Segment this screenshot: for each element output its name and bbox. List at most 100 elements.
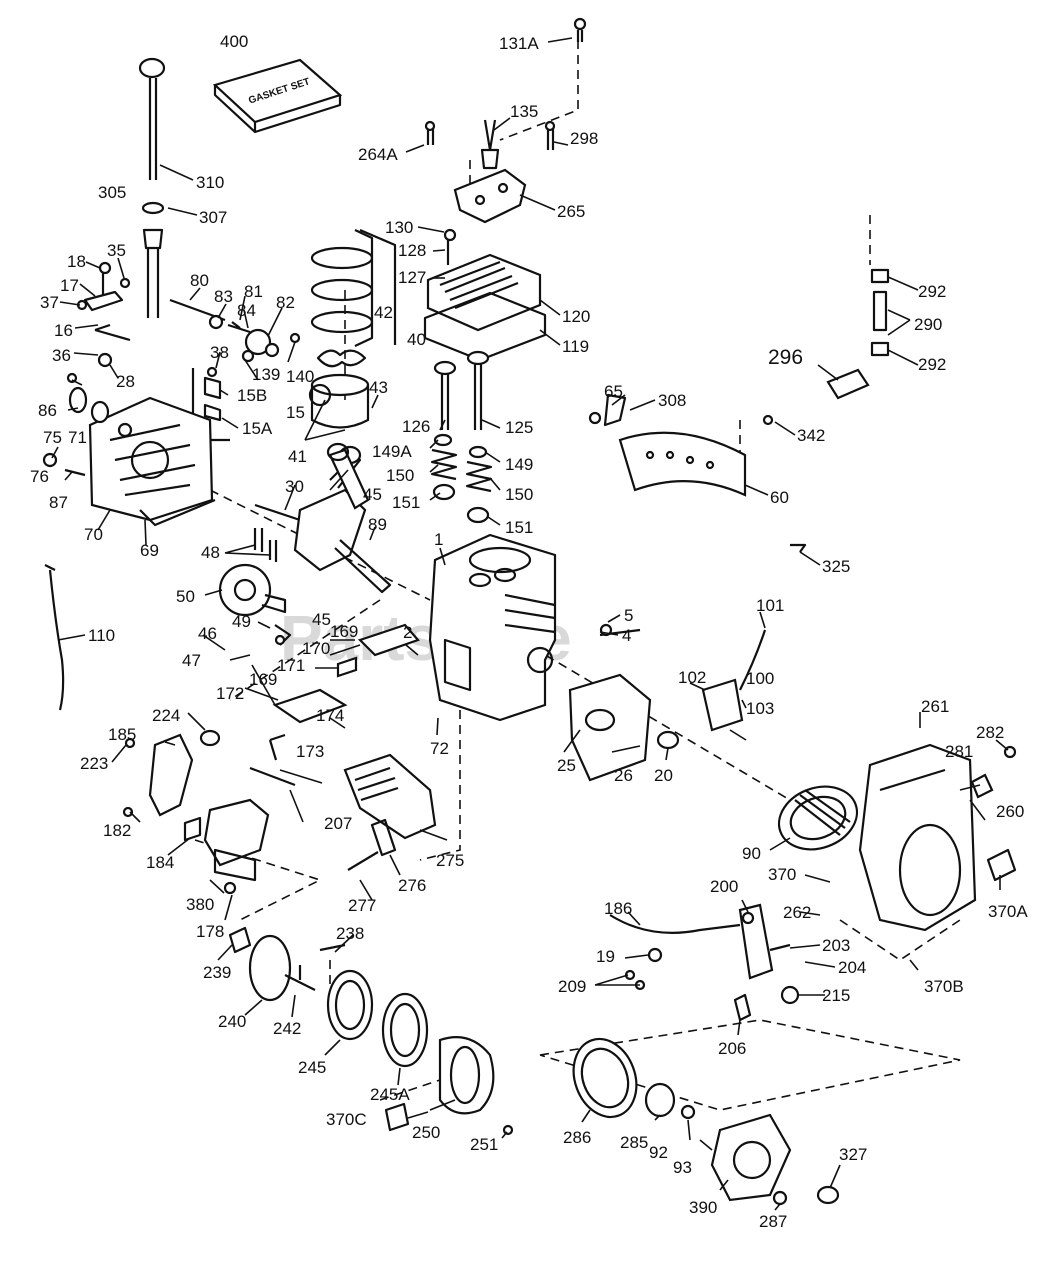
label-87: 87 xyxy=(49,493,68,512)
label-65: 65 xyxy=(604,382,623,401)
label-223: 223 xyxy=(80,754,108,773)
engine-block xyxy=(428,533,557,722)
label-178: 178 xyxy=(196,922,224,941)
label-69: 69 xyxy=(140,541,159,560)
label-37: 37 xyxy=(40,293,59,312)
stand-bracket xyxy=(588,393,807,553)
label-80: 80 xyxy=(190,271,209,290)
label-100: 100 xyxy=(746,669,774,688)
label-286: 286 xyxy=(563,1128,591,1147)
label-173: 173 xyxy=(296,742,324,761)
label-242: 242 xyxy=(273,1019,301,1038)
label-41: 41 xyxy=(288,447,307,466)
label-276: 276 xyxy=(398,876,426,895)
label-40: 40 xyxy=(407,330,426,349)
label-72: 72 xyxy=(430,739,449,758)
blower-housing-parts xyxy=(568,623,767,782)
leader-lines xyxy=(51,37,1009,1211)
flywheel xyxy=(777,785,859,851)
fuel-line xyxy=(44,564,65,711)
label-370: 370 xyxy=(768,865,796,884)
blower-housing xyxy=(858,743,1017,932)
label-262: 262 xyxy=(783,903,811,922)
label-307: 307 xyxy=(199,208,227,227)
label-287: 287 xyxy=(759,1212,787,1231)
label-238: 238 xyxy=(336,924,364,943)
label-370C: 370C xyxy=(326,1110,367,1129)
label-250: 250 xyxy=(412,1123,440,1142)
label-90: 90 xyxy=(742,844,761,863)
label-224: 224 xyxy=(152,706,180,725)
label-46: 46 xyxy=(198,624,217,643)
label-1: 1 xyxy=(434,530,443,549)
label-245A: 245A xyxy=(370,1085,410,1104)
label-169-bottom: 169 xyxy=(249,670,277,689)
label-38: 38 xyxy=(210,343,229,362)
label-76: 76 xyxy=(30,467,49,486)
label-4: 4 xyxy=(622,626,631,645)
label-265: 265 xyxy=(557,202,585,221)
label-169-top: 169 xyxy=(330,622,358,641)
label-86: 86 xyxy=(38,401,57,420)
label-92: 92 xyxy=(649,1143,668,1162)
label-204: 204 xyxy=(838,958,866,977)
label-290: 290 xyxy=(914,315,942,334)
label-207: 207 xyxy=(324,814,352,833)
label-305: 305 xyxy=(98,183,126,202)
label-43: 43 xyxy=(369,378,388,397)
label-47: 47 xyxy=(182,651,201,670)
label-151-left: 151 xyxy=(392,493,420,512)
label-298: 298 xyxy=(570,129,598,148)
label-103: 103 xyxy=(746,699,774,718)
label-149A: 149A xyxy=(372,442,412,461)
label-281: 281 xyxy=(945,742,973,761)
label-139: 139 xyxy=(252,365,280,384)
label-36: 36 xyxy=(52,346,71,365)
label-150-left: 150 xyxy=(386,466,414,485)
label-327: 327 xyxy=(839,1145,867,1164)
label-135: 135 xyxy=(510,102,538,121)
label-251: 251 xyxy=(470,1135,498,1154)
label-308: 308 xyxy=(658,391,686,410)
label-2: 2 xyxy=(403,623,412,642)
label-260: 260 xyxy=(996,802,1024,821)
label-48: 48 xyxy=(201,543,220,562)
label-35: 35 xyxy=(107,241,126,260)
label-28: 28 xyxy=(116,372,135,391)
label-174: 174 xyxy=(316,706,344,725)
spark-plug xyxy=(480,119,500,170)
dipstick xyxy=(138,57,166,318)
governor-parts xyxy=(76,261,131,368)
label-184: 184 xyxy=(146,853,174,872)
label-19: 19 xyxy=(596,947,615,966)
label-83: 83 xyxy=(214,287,233,306)
label-125: 125 xyxy=(505,418,533,437)
label-296: 296 xyxy=(768,346,803,369)
label-151-right: 151 xyxy=(505,518,533,537)
label-182: 182 xyxy=(103,821,131,840)
label-325: 325 xyxy=(822,557,850,576)
intake-parts xyxy=(249,623,420,787)
label-26: 26 xyxy=(614,766,633,785)
label-170: 170 xyxy=(302,639,330,658)
label-277: 277 xyxy=(348,896,376,915)
label-285: 285 xyxy=(620,1133,648,1152)
label-101: 101 xyxy=(756,596,784,615)
label-16: 16 xyxy=(54,321,73,340)
label-82: 82 xyxy=(276,293,295,312)
label-15B: 15B xyxy=(237,386,267,405)
label-171: 171 xyxy=(277,656,305,675)
piston-rings xyxy=(310,228,397,368)
label-102: 102 xyxy=(678,668,706,687)
label-119: 119 xyxy=(562,337,589,356)
label-292-top: 292 xyxy=(918,282,946,301)
label-42: 42 xyxy=(374,303,393,322)
label-120: 120 xyxy=(562,307,590,326)
label-130: 130 xyxy=(385,218,413,237)
label-30: 30 xyxy=(285,477,304,496)
label-81: 81 xyxy=(244,282,263,301)
label-200: 200 xyxy=(710,877,738,896)
head-bolts-small xyxy=(424,120,556,150)
label-149: 149 xyxy=(505,455,533,474)
